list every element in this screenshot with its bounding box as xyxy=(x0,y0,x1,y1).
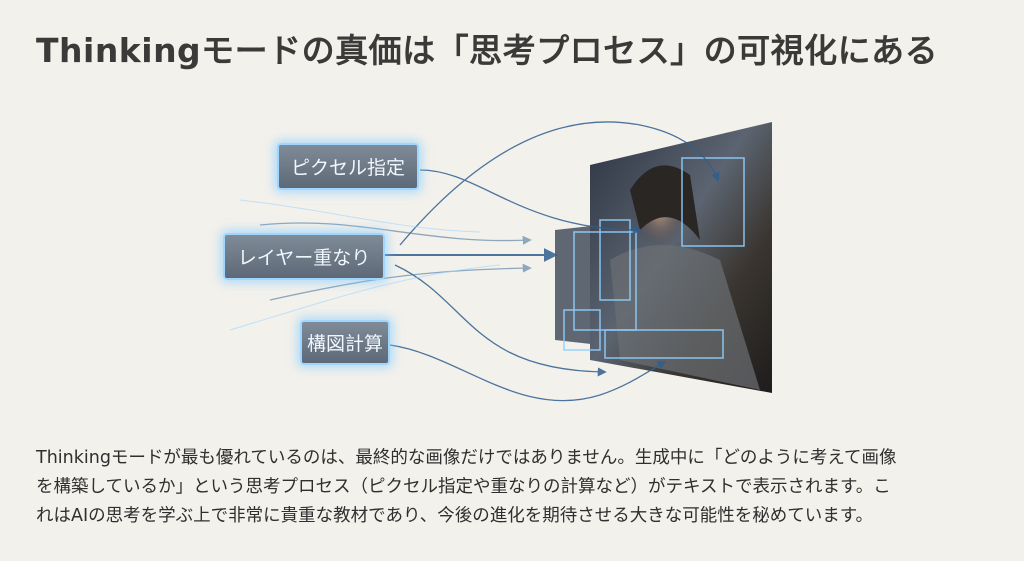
label-pixel-specification: ピクセル指定 xyxy=(277,143,419,190)
generated-image-panel xyxy=(555,122,772,393)
label-composition-calculation: 構図計算 xyxy=(300,320,390,365)
body-line: れはAIの思考を学ぶ上で非常に貴重な教材であり、今後の進化を期待させる大きな可能… xyxy=(36,506,874,526)
slide-title: Thinkingモードの真価は「思考プロセス」の可視化にある xyxy=(36,31,939,70)
thinking-process-illustration xyxy=(229,121,772,402)
body-line: を構築しているか」という思考プロセス（ピクセル指定や重なりの計算など）がテキスト… xyxy=(36,477,891,497)
body-text: Thinkingモードが最も優れているのは、最終的な画像だけではありません。生成… xyxy=(36,444,996,531)
body-line: Thinkingモードが最も優れているのは、最終的な画像だけではありません。生成… xyxy=(36,448,897,468)
label-layer-overlap: レイヤー重なり xyxy=(223,233,385,280)
